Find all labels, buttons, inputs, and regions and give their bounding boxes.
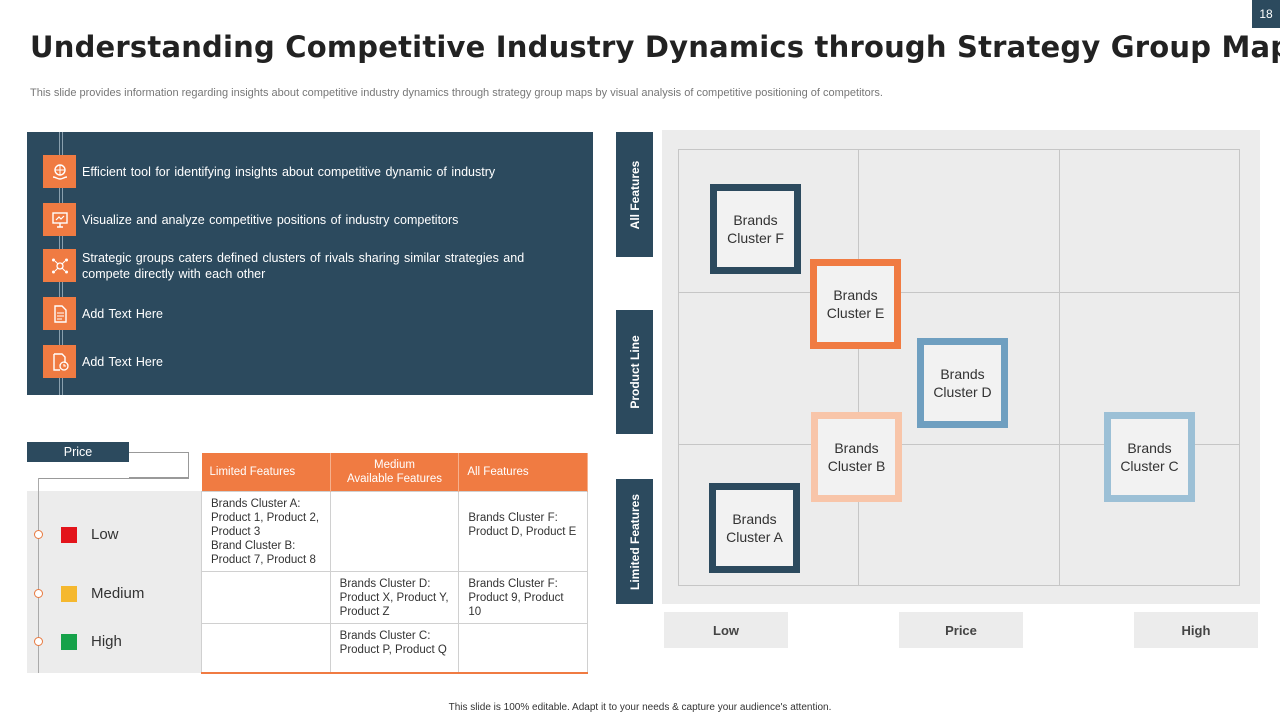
timeline-dot <box>34 530 43 539</box>
info-item-4: Add Text Here <box>43 297 552 330</box>
y-axis-label-limited-features: Limited Features <box>616 479 653 604</box>
table-cell <box>201 570 331 624</box>
table-cell: Brands Cluster A: Product 1, Product 2, … <box>201 490 331 572</box>
info-panel <box>27 132 593 395</box>
y-axis-text: Product Line <box>627 335 642 409</box>
cluster-f[interactable]: Brands Cluster F <box>710 184 801 274</box>
y-axis-label-all-features: All Features <box>616 132 653 257</box>
x-axis-label-low: Low <box>664 612 788 648</box>
grid-line <box>858 149 859 586</box>
footer-note: This slide is 100% editable. Adapt it to… <box>448 702 832 713</box>
table-header: All Features <box>458 453 588 491</box>
table-row: Brands Cluster C: Product P, Product Q <box>201 622 588 674</box>
color-swatch <box>61 526 77 543</box>
table-cell: Brands Cluster F: Product 9, Product 10 <box>458 570 588 624</box>
presentation-board-icon <box>43 203 76 236</box>
price-legend-title: Price <box>27 442 129 462</box>
cluster-c[interactable]: Brands Cluster C <box>1104 412 1195 502</box>
y-axis-text: Limited Features <box>627 493 642 590</box>
x-axis-label-high: High <box>1134 612 1258 648</box>
legend-label: Medium <box>91 585 145 602</box>
price-connector <box>38 478 189 479</box>
color-swatch <box>61 633 77 650</box>
legend-item-high: High <box>34 633 122 650</box>
y-axis-label-product-line: Product Line <box>616 310 653 434</box>
price-bracket <box>129 452 189 478</box>
page-subtitle: This slide provides information regardin… <box>30 87 883 99</box>
info-text: Strategic groups caters defined clusters… <box>82 250 525 281</box>
page-number: 18 <box>1252 0 1280 28</box>
info-text: Add Text Here <box>82 354 163 369</box>
grid-line <box>678 444 1240 445</box>
map-grid <box>678 149 1240 586</box>
info-text: Efficient tool for identifying insights … <box>82 164 496 179</box>
grid-line <box>678 292 1240 293</box>
legend-label: Low <box>91 526 119 543</box>
table-header: Limited Features <box>201 453 331 491</box>
page-title: Understanding Competitive Industry Dynam… <box>30 30 1280 64</box>
network-dollar-icon <box>43 249 76 282</box>
document-clock-icon <box>43 345 76 378</box>
cluster-b[interactable]: Brands Cluster B <box>811 412 902 502</box>
legend-item-low: Low <box>34 526 119 543</box>
timeline-dot <box>34 637 43 646</box>
table-cell <box>201 622 331 674</box>
table-cell: Brands Cluster F: Product D, Product E <box>458 490 588 572</box>
table-header-row: Limited Features Medium Available Featur… <box>201 453 588 491</box>
x-axis-label-price: Price <box>899 612 1023 648</box>
price-legend <box>27 491 201 673</box>
cluster-a[interactable]: Brands Cluster A <box>709 483 800 573</box>
legend-timeline <box>38 478 39 673</box>
y-axis-text: All Features <box>627 160 642 229</box>
table-row: Brands Cluster D: Product X, Product Y, … <box>201 570 588 624</box>
info-item-3: Strategic groups caters defined clusters… <box>43 249 552 282</box>
cluster-e[interactable]: Brands Cluster E <box>810 259 901 349</box>
color-swatch <box>61 585 77 602</box>
legend-label: High <box>91 633 122 650</box>
document-icon <box>43 297 76 330</box>
table-cell: Brands Cluster C: Product P, Product Q <box>329 622 460 674</box>
info-item-1: Efficient tool for identifying insights … <box>43 155 552 188</box>
info-text: Visualize and analyze competitive positi… <box>82 212 459 227</box>
globe-hand-icon <box>43 155 76 188</box>
table-header: Medium Available Features <box>330 453 460 491</box>
legend-item-medium: Medium <box>34 585 144 602</box>
table-cell <box>458 622 588 674</box>
table-row: Brands Cluster A: Product 1, Product 2, … <box>201 490 588 572</box>
table-cell: Brands Cluster D: Product X, Product Y, … <box>329 570 460 624</box>
info-text: Add Text Here <box>82 306 163 321</box>
timeline-dot <box>34 589 43 598</box>
grid-line <box>1059 149 1060 586</box>
features-table: Limited Features Medium Available Featur… <box>201 453 588 674</box>
table-cell <box>329 490 460 572</box>
info-item-5: Add Text Here <box>43 345 552 378</box>
info-item-2: Visualize and analyze competitive positi… <box>43 203 552 236</box>
cluster-d[interactable]: Brands Cluster D <box>917 338 1008 428</box>
